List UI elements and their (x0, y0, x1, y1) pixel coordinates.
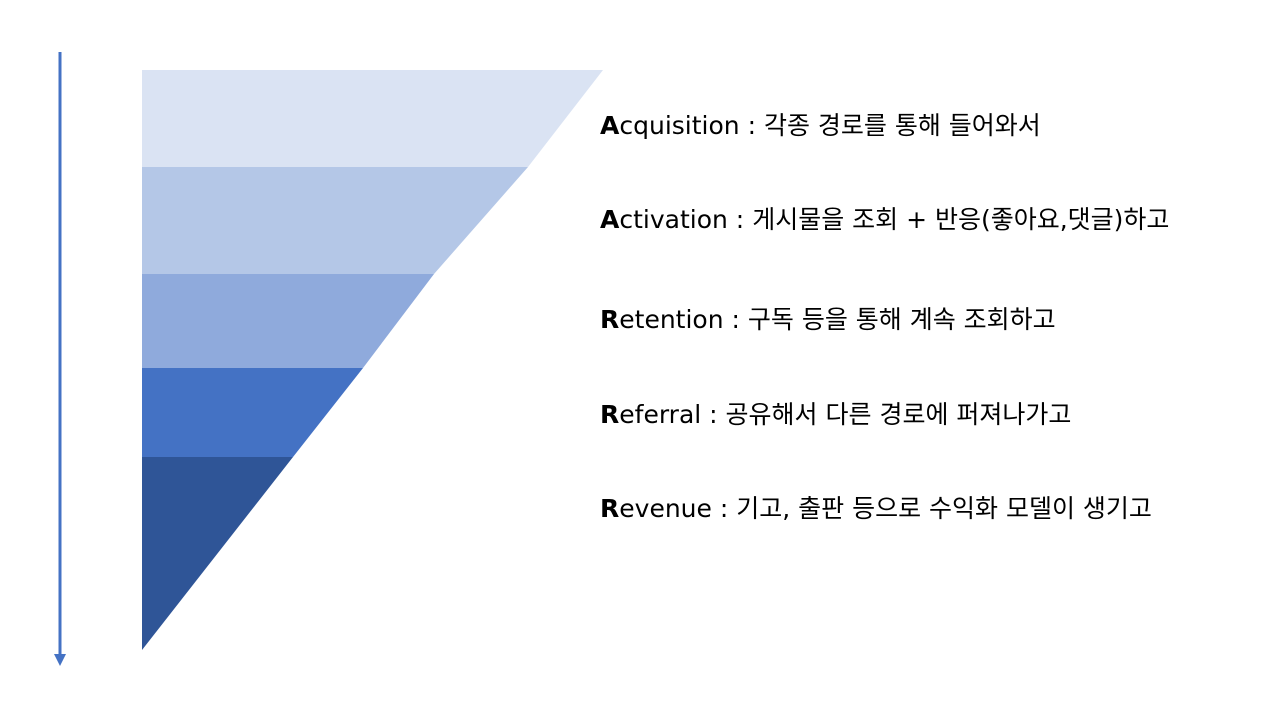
stage-name-rest: cquisition (619, 111, 740, 140)
stage-acquisition: Acquisition : 각종 경로를 통해 들어와서 (600, 111, 1041, 141)
funnel-band-retention (142, 274, 434, 368)
stage-name-rest: evenue (619, 494, 712, 523)
stage-description: 각종 경로를 통해 들어와서 (763, 111, 1041, 140)
stage-initial: R (600, 494, 620, 523)
stage-description: 기고, 출판 등으로 수익화 모델이 생기고 (736, 494, 1152, 523)
funnel-band-referral (142, 368, 363, 457)
funnel-band-acquisition (142, 70, 603, 167)
stage-initial: A (600, 111, 620, 140)
stage-separator: : (739, 111, 764, 140)
stage-initial: R (600, 400, 620, 429)
stage-activation: Activation : 게시물을 조회 + 반응(좋아요,댓글)하고 (600, 205, 1169, 235)
stage-retention: Retention : 구독 등을 통해 계속 조회하고 (600, 305, 1056, 335)
stage-initial: A (600, 205, 620, 234)
funnel-band-revenue (142, 457, 293, 650)
arrow-head (54, 654, 66, 666)
stage-revenue: Revenue : 기고, 출판 등으로 수익화 모델이 생기고 (600, 494, 1152, 524)
stage-separator: : (701, 400, 726, 429)
stage-separator: : (711, 494, 737, 523)
stage-description: 게시물을 조회 + 반응(좋아요,댓글)하고 (752, 205, 1170, 234)
stage-description: 구독 등을 통해 계속 조회하고 (747, 305, 1056, 334)
stage-referral: Referral : 공유해서 다른 경로에 퍼져나가고 (600, 400, 1071, 430)
stage-separator: : (723, 305, 748, 334)
funnel-band-activation (142, 167, 528, 274)
stage-name-rest: etention (619, 305, 724, 334)
stage-description: 공유해서 다른 경로에 퍼져나가고 (725, 400, 1072, 429)
stage-initial: R (600, 305, 620, 334)
stage-separator: : (727, 205, 753, 234)
down-arrow-icon (54, 52, 66, 666)
stage-name-rest: eferral (619, 400, 702, 429)
stage-name-rest: ctivation (619, 205, 728, 234)
